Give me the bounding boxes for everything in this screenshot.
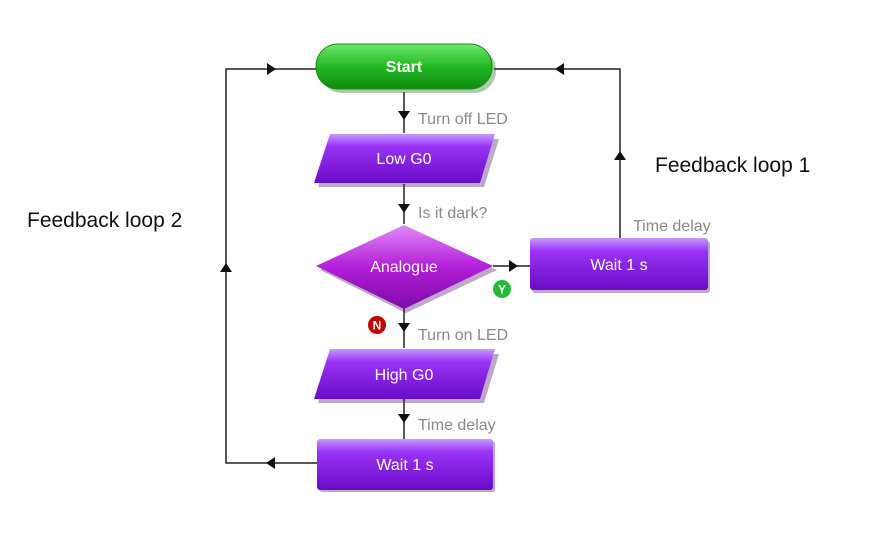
- no-badge-label: N: [373, 319, 382, 333]
- arrow-down-icon: [398, 323, 410, 332]
- edge-label-is-it-dark: Is it dark?: [418, 205, 487, 222]
- no-badge-circle: [368, 316, 386, 334]
- feedback-loop-2-path: [225, 68, 317, 464]
- feedback-loop-2-label: Feedback loop 2: [27, 209, 182, 232]
- wait-bottom-label: Wait 1 s: [376, 457, 433, 474]
- start-node[interactable]: Start: [315, 43, 496, 93]
- no-badge: N: [368, 316, 386, 334]
- yes-badge-circle: [493, 280, 511, 298]
- wait-bottom-node[interactable]: Wait 1 s: [317, 439, 495, 492]
- low-g0-label: Low G0: [376, 151, 431, 168]
- arrowheads: [220, 63, 626, 469]
- edge-label-time-delay-right: Time delay: [633, 218, 711, 235]
- arrow-right-icon: [509, 260, 518, 272]
- edge-label-turn-on-led: Turn on LED: [418, 327, 508, 344]
- arrow-right-icon: [267, 63, 276, 75]
- arrow-down-icon: [398, 414, 410, 423]
- analogue-decision-node[interactable]: Analogue: [316, 225, 497, 313]
- arrow-down-icon: [398, 111, 410, 120]
- start-node-label: Start: [386, 59, 423, 76]
- yes-badge-label: Y: [498, 283, 506, 297]
- feedback-loop-1-label: Feedback loop 1: [655, 154, 810, 177]
- feedback-loop-1-path: [494, 68, 621, 238]
- edge-label-time-delay-bottom: Time delay: [418, 417, 496, 434]
- wait-right-node[interactable]: Wait 1 s: [530, 238, 710, 293]
- analogue-label: Analogue: [370, 259, 438, 276]
- high-g0-label: High G0: [375, 367, 434, 384]
- wait-right-label: Wait 1 s: [590, 257, 647, 274]
- edge-label-turn-off-led: Turn off LED: [418, 111, 508, 128]
- yes-badge: Y: [493, 280, 511, 298]
- low-g0-node[interactable]: Low G0: [314, 134, 499, 187]
- arrow-up-icon: [220, 263, 232, 272]
- arrow-left-icon: [266, 457, 275, 469]
- arrow-left-icon: [555, 63, 564, 75]
- high-g0-node[interactable]: High G0: [314, 349, 499, 403]
- arrow-up-icon: [614, 151, 626, 160]
- arrow-down-icon: [398, 204, 410, 213]
